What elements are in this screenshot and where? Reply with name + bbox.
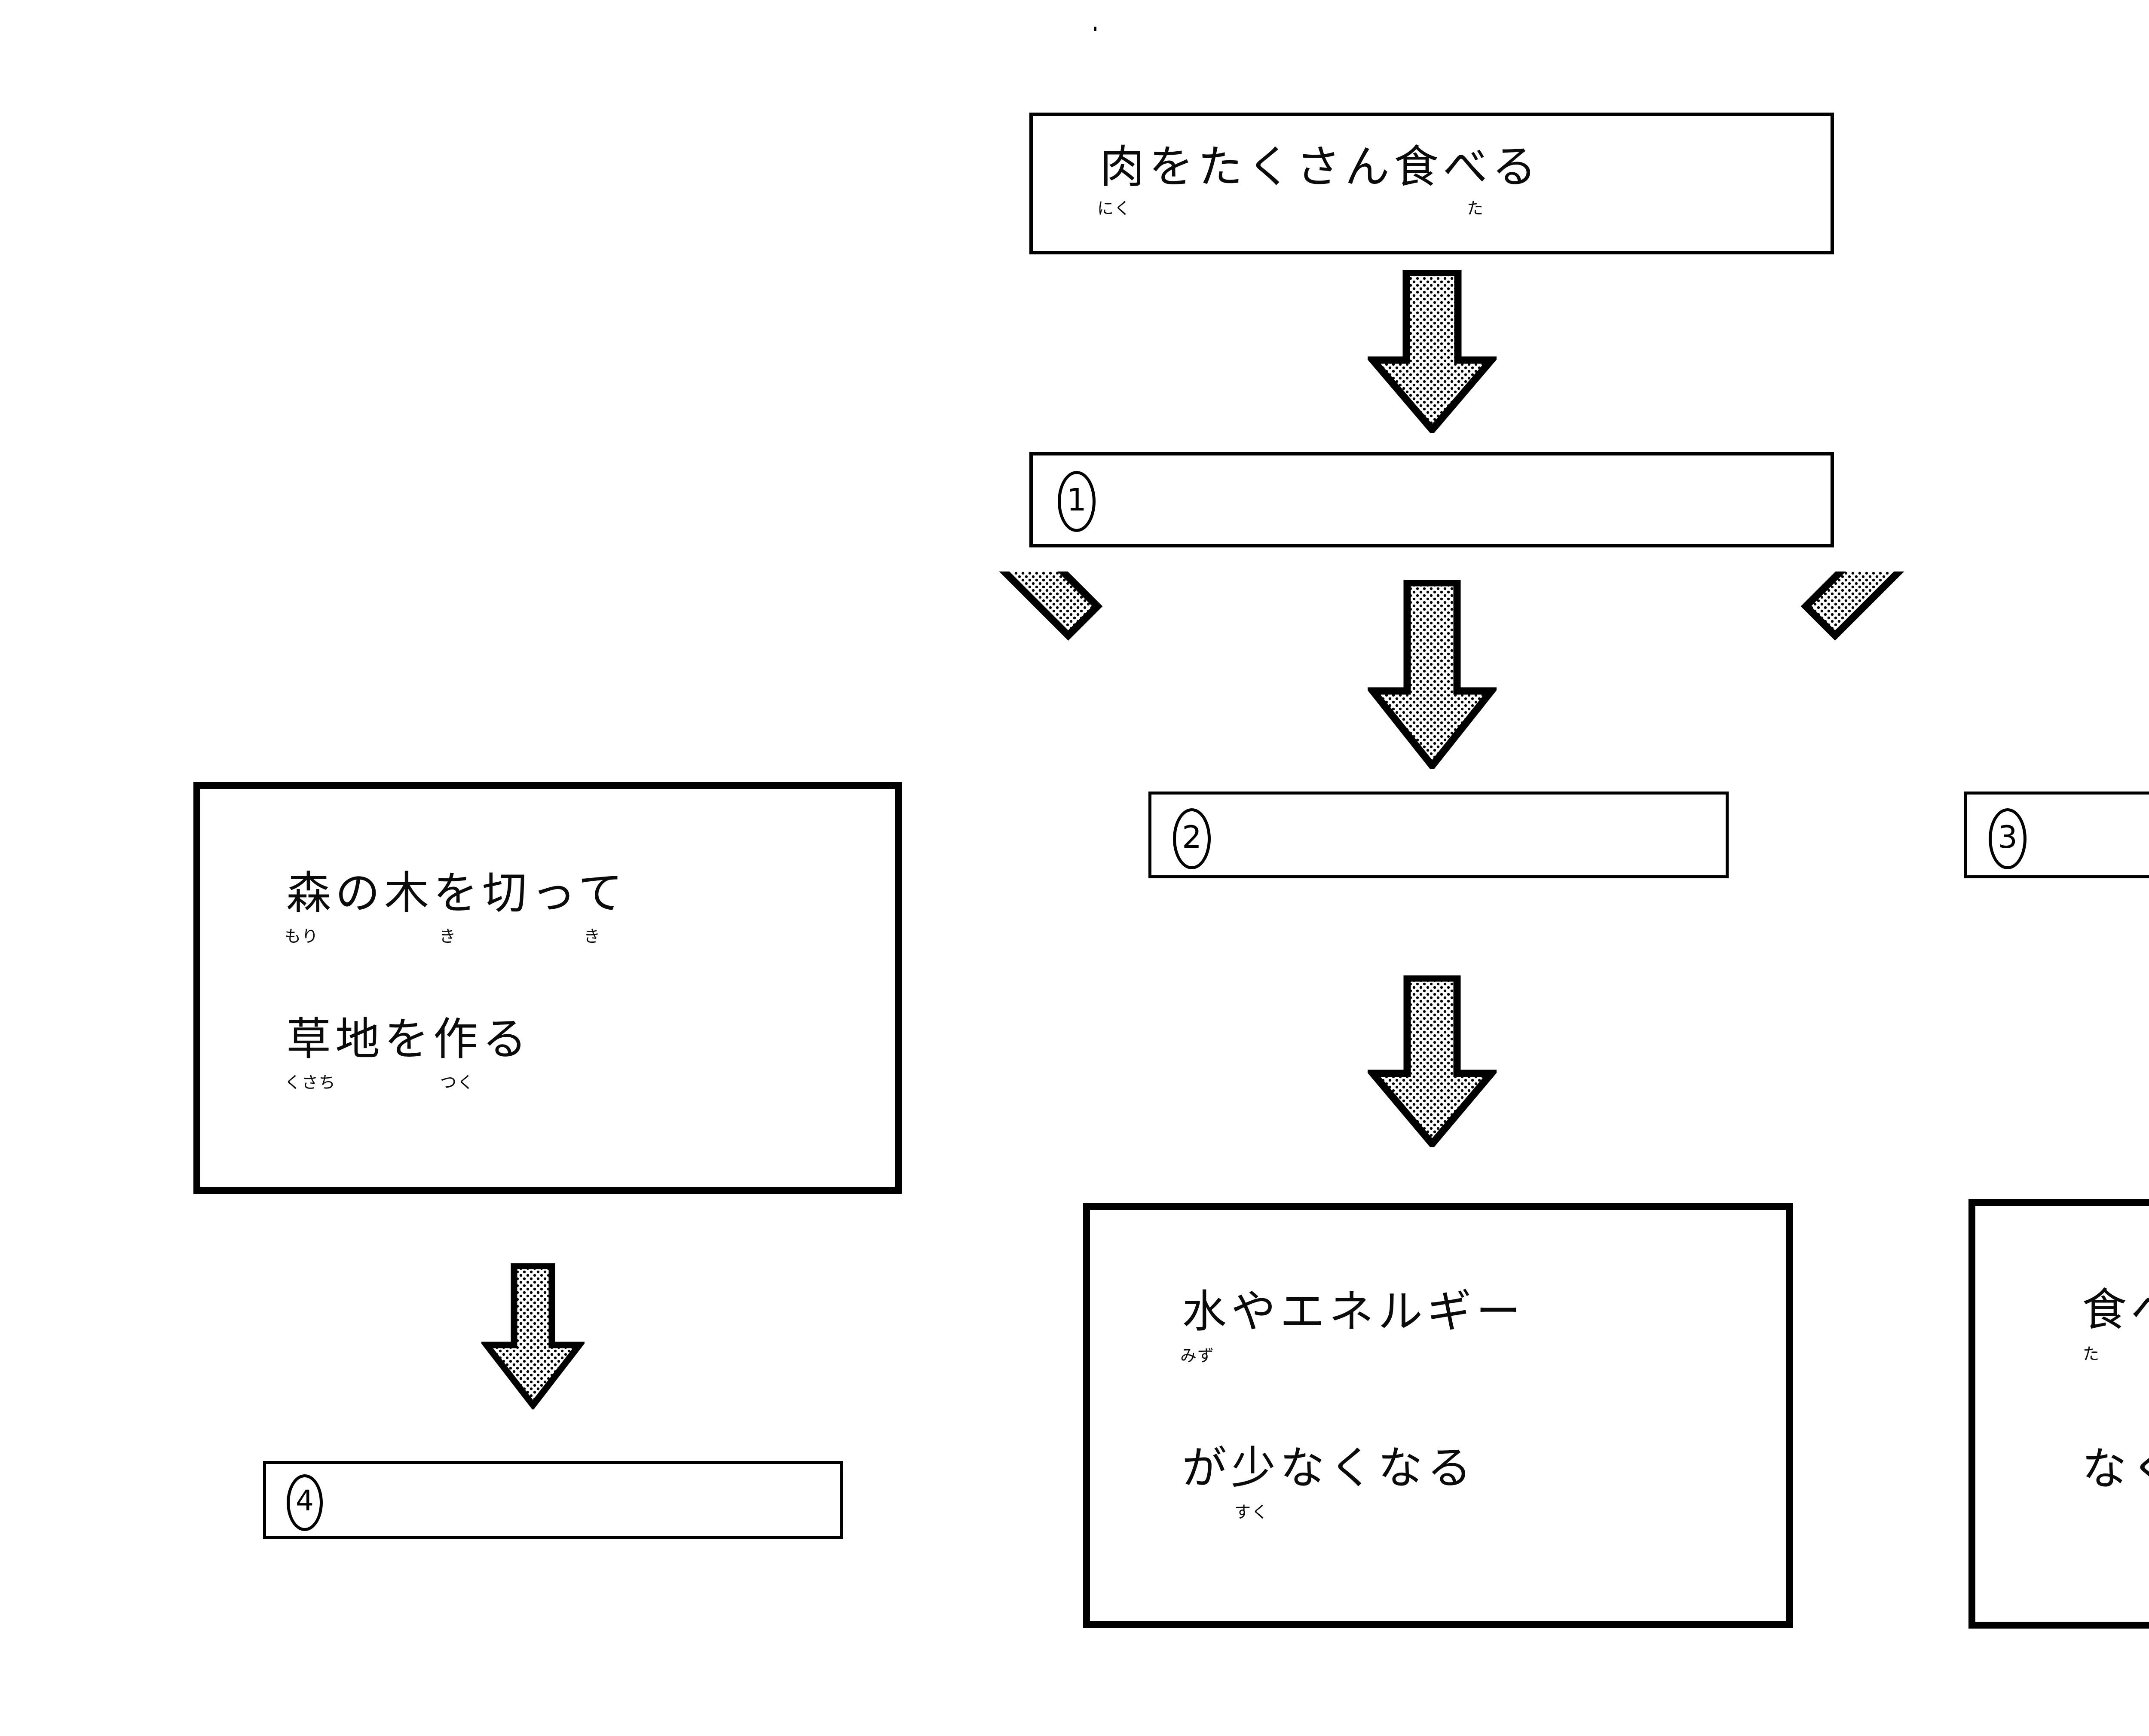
furigana-mizu: みず — [1180, 1346, 1215, 1365]
furigana-ta-eat: た — [2083, 1345, 2100, 1363]
node-blank1-box[interactable]: 1 — [1029, 452, 1834, 547]
node-food-box: 食べる物が た もの なくて困る こま — [1968, 1199, 2149, 1629]
arrow-blank1-to-blank3 — [1751, 572, 2087, 786]
circled-number-3: 3 — [1989, 808, 2027, 869]
furigana-suku: すく — [1234, 1503, 1269, 1522]
arrow-meat-to-blank1 — [1368, 270, 1497, 433]
furigana-ki-cut: き — [584, 927, 601, 946]
furigana-niku: にく — [1097, 199, 1132, 218]
node-food-line2: なくて困る — [2082, 1443, 2149, 1495]
furigana-ta: た — [1467, 199, 1485, 218]
arrow-blank1-to-forest — [817, 572, 1152, 786]
node-meat-box: 肉をたくさん食べる にく た — [1029, 113, 1834, 254]
node-water-line2: が少なくなる — [1182, 1442, 1476, 1494]
circled-number-1-value: 1 — [1067, 482, 1087, 518]
node-water-line1: 水やエネルギー — [1182, 1285, 1525, 1338]
arrow-blank1-to-blank2 — [1368, 580, 1497, 769]
node-water-box: 水やエネルギー みず が少なくなる すく — [1083, 1203, 1793, 1628]
node-meat-text: 肉をたくさん食べる — [1100, 141, 1541, 193]
circled-number-4: 4 — [287, 1474, 323, 1531]
circled-number-4-value: 4 — [296, 1484, 314, 1517]
node-blank4-box[interactable]: 4 — [263, 1461, 843, 1539]
furigana-tsuku: つく — [440, 1073, 475, 1092]
node-blank2-box[interactable]: 2 — [1148, 792, 1729, 878]
node-food-line1: 食べる物が — [2082, 1284, 2149, 1336]
node-forest-line2: 草地を作る — [286, 1013, 532, 1065]
furigana-mori: もり — [285, 927, 319, 946]
scan-speck — [1094, 27, 1096, 31]
arrow-forest-to-blank4 — [481, 1263, 585, 1409]
node-forest-box: 森の木を切って もり き き 草地を作る くさち つく — [193, 782, 902, 1194]
circled-number-1: 1 — [1058, 471, 1096, 532]
node-blank3-box[interactable]: 3 — [1964, 792, 2149, 878]
circled-number-3-value: 3 — [1998, 819, 2017, 855]
circled-number-2-value: 2 — [1182, 819, 1202, 855]
arrow-blank2-to-water — [1368, 975, 1497, 1147]
circled-number-2: 2 — [1173, 808, 1211, 869]
furigana-ki-tree: き — [439, 927, 457, 946]
node-forest-line1: 森の木を切って — [286, 867, 627, 919]
furigana-kusachi: くさち — [285, 1073, 337, 1092]
